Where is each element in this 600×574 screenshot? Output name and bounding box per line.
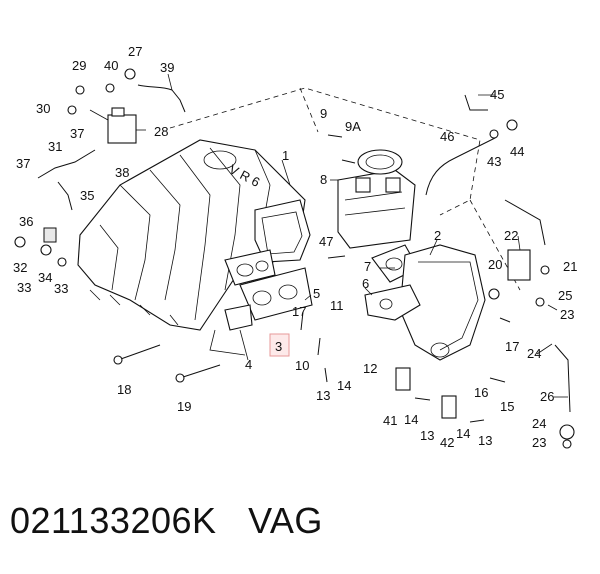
- callout-14c: 14: [456, 426, 470, 441]
- callout-23a: 23: [560, 307, 574, 322]
- callout-24a: 24: [527, 346, 541, 361]
- callout-15: 15: [500, 399, 514, 414]
- callout-4: 4: [245, 357, 252, 372]
- callout-10: 10: [295, 358, 309, 373]
- callout-19: 19: [177, 399, 191, 414]
- callout-24b: 24: [532, 416, 546, 431]
- callout-30: 30: [36, 101, 50, 116]
- left-components: [14, 68, 137, 267]
- intake-manifold: V R 6: [77, 139, 311, 331]
- callout-39: 39: [160, 60, 174, 75]
- callout-11: 11: [330, 298, 344, 313]
- callout-36: 36: [19, 214, 33, 229]
- callout-labels: 1 2 3 4 5 6 7 8 9 9A 10 11 12 13 14 14 1…: [13, 44, 577, 450]
- callout-2: 2: [434, 228, 441, 243]
- callout-32: 32: [13, 260, 27, 275]
- callout-20: 20: [488, 257, 502, 272]
- highlight-box: [269, 333, 290, 357]
- leader-lines: [89, 73, 568, 398]
- callout-18: 18: [117, 382, 131, 397]
- callout-35: 35: [80, 188, 94, 203]
- callout-1: 1: [282, 148, 289, 163]
- callout-9a: 9A: [345, 119, 361, 134]
- callout-33b: 33: [54, 281, 68, 296]
- callout-17b: 17: [505, 339, 519, 354]
- callout-47: 47: [319, 234, 333, 249]
- callout-13c: 13: [478, 433, 492, 448]
- callout-17a: 17: [292, 304, 306, 319]
- callout-5: 5: [313, 286, 320, 301]
- throttle-body: [337, 149, 416, 249]
- callout-9: 9: [320, 106, 327, 121]
- callout-13a: 13: [316, 388, 330, 403]
- callout-29: 29: [72, 58, 86, 73]
- callout-8: 8: [320, 172, 327, 187]
- callout-34: 34: [38, 270, 52, 285]
- callout-44: 44: [510, 144, 524, 159]
- callout-25: 25: [558, 288, 572, 303]
- callout-31: 31: [48, 139, 62, 154]
- callout-28: 28: [154, 124, 168, 139]
- callout-26: 26: [540, 389, 554, 404]
- callout-46: 46: [440, 129, 454, 144]
- callout-14b: 14: [404, 412, 418, 427]
- manifold-gaskets: [209, 249, 313, 356]
- callout-27: 27: [128, 44, 142, 59]
- callout-22: 22: [504, 228, 518, 243]
- callout-43: 43: [487, 154, 501, 169]
- exploded-parts-diagram: V R 6: [13, 44, 577, 450]
- callout-37a: 37: [70, 126, 84, 141]
- callout-14a: 14: [337, 378, 351, 393]
- brand-name: VAG: [248, 500, 323, 541]
- callout-37b: 37: [16, 156, 30, 171]
- callout-7: 7: [364, 259, 371, 274]
- callout-12: 12: [363, 361, 377, 376]
- callout-23b: 23: [532, 435, 546, 450]
- callout-13b: 13: [420, 428, 434, 443]
- part-caption: 021133206K VAG: [10, 500, 323, 542]
- callout-38: 38: [115, 165, 129, 180]
- callout-33a: 33: [17, 280, 31, 295]
- callout-21: 21: [563, 259, 577, 274]
- callout-42: 42: [440, 435, 454, 450]
- bolts: [113, 134, 511, 423]
- part-number: 021133206K: [10, 500, 217, 541]
- callout-45: 45: [490, 87, 504, 102]
- intake-housing: [364, 244, 486, 361]
- callout-40: 40: [104, 58, 118, 73]
- right-components: [395, 119, 575, 449]
- callout-6: 6: [362, 276, 369, 291]
- callout-16: 16: [474, 385, 488, 400]
- callout-3: 3: [275, 339, 282, 354]
- callout-41: 41: [383, 413, 397, 428]
